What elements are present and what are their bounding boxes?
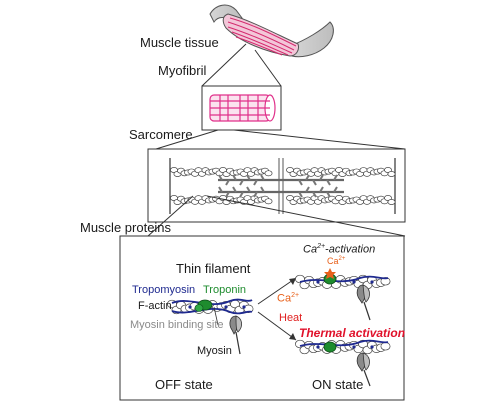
label-off-state: OFF state bbox=[155, 377, 213, 392]
myosin-head-mark bbox=[253, 191, 258, 198]
muscle-tissue-illustration bbox=[209, 4, 334, 58]
thin-filament-top bbox=[170, 167, 396, 177]
zoom-line bbox=[147, 195, 194, 237]
label-ca-activation: Ca2+-activation bbox=[303, 243, 376, 256]
zoom-line bbox=[254, 49, 282, 87]
label-troponin: Troponin bbox=[203, 284, 247, 296]
myosin-head-mark bbox=[225, 191, 230, 198]
myosin-head-mark bbox=[239, 179, 244, 186]
tropomyosin-strand bbox=[299, 339, 389, 347]
myosin-head-mark bbox=[319, 186, 324, 193]
label-on-state: ON state bbox=[312, 377, 364, 392]
actin-monomer bbox=[264, 170, 273, 177]
tropomyosin-strand bbox=[171, 298, 253, 305]
myosin-head-mark bbox=[239, 191, 244, 198]
myosin-head-mark bbox=[260, 174, 265, 181]
on-state-ca-filament bbox=[295, 268, 391, 321]
myosin-head-mark bbox=[232, 174, 237, 181]
actin-monomer bbox=[387, 171, 396, 177]
myosin-head-mark bbox=[333, 186, 338, 193]
myosin-head-mark bbox=[246, 174, 251, 181]
binding-site-dot bbox=[242, 305, 246, 309]
arrow-ca bbox=[257, 277, 297, 305]
myosin-head-mark bbox=[312, 191, 317, 198]
myosin-head-mark bbox=[298, 191, 303, 198]
thick-filaments bbox=[218, 174, 344, 198]
label-myosin: Myosin bbox=[197, 345, 232, 357]
arrow-heat bbox=[257, 311, 297, 341]
zoom-line bbox=[206, 195, 406, 237]
myosin-head-mark bbox=[260, 186, 265, 193]
zoom-line bbox=[233, 129, 406, 150]
label-thin-filament: Thin filament bbox=[176, 261, 251, 276]
troponin-complex bbox=[323, 341, 337, 353]
myosin-head-mark bbox=[232, 186, 237, 193]
myosin-head-mark bbox=[312, 179, 317, 186]
muscle-proteins-box bbox=[119, 235, 405, 401]
myosin-head-mark bbox=[253, 179, 258, 186]
binding-site-dot bbox=[224, 305, 228, 309]
myosin-head bbox=[356, 284, 371, 321]
sarcomere-box bbox=[147, 148, 406, 223]
myosin-head-mark bbox=[225, 179, 230, 186]
label-myosin-binding-site: Myosin binding site bbox=[130, 319, 224, 331]
myosin-head-mark bbox=[305, 186, 310, 193]
binding-site-pointer bbox=[213, 306, 219, 326]
arrow-head bbox=[289, 333, 296, 340]
off-state-filament bbox=[167, 298, 254, 355]
binding-site-dot bbox=[352, 345, 356, 349]
myosin-head-mark bbox=[326, 179, 331, 186]
label-myofibril: Myofibril bbox=[158, 63, 207, 78]
zoom-line bbox=[155, 129, 219, 150]
myosin-head bbox=[356, 352, 371, 387]
label-thermal-activation: Thermal activation bbox=[299, 326, 406, 340]
binding-site-dot bbox=[316, 280, 320, 284]
zoom-line bbox=[201, 43, 247, 87]
label-muscle-tissue: Muscle tissue bbox=[140, 35, 219, 50]
actin-monomer bbox=[387, 199, 396, 205]
myosin-head bbox=[229, 315, 242, 355]
label-heat: Heat bbox=[279, 312, 303, 324]
myosin-head-mark bbox=[319, 174, 324, 181]
tropomyosin-strand bbox=[299, 275, 389, 283]
on-state-thermal-filament bbox=[295, 339, 391, 387]
label-ca-arrow: Ca2+ bbox=[277, 292, 300, 305]
actin-monomer bbox=[380, 342, 391, 351]
myofibril-illustration bbox=[209, 94, 276, 122]
binding-site-dot bbox=[188, 305, 192, 309]
tropomyosin-strand bbox=[171, 308, 253, 315]
arrow-head bbox=[289, 278, 296, 285]
label-ca-top: Ca2+ bbox=[327, 256, 346, 266]
binding-site-dot bbox=[370, 345, 374, 349]
myosin-head-mark bbox=[333, 174, 338, 181]
label-muscle-proteins: Muscle proteins bbox=[80, 220, 172, 235]
myosin-head-mark bbox=[218, 186, 223, 193]
myosin-head-mark bbox=[326, 191, 331, 198]
calcium-ion bbox=[324, 268, 336, 279]
muscle-fibers bbox=[227, 17, 297, 56]
label-f-actin: F-actin bbox=[138, 300, 172, 312]
label-sarcomere: Sarcomere bbox=[129, 127, 193, 142]
myosin-head-mark bbox=[298, 179, 303, 186]
binding-site-dot bbox=[352, 280, 356, 284]
actin-monomer bbox=[264, 198, 273, 205]
binding-site-dot bbox=[370, 280, 374, 284]
binding-site-dot bbox=[316, 345, 320, 349]
label-tropomyosin: Tropomyosin bbox=[132, 284, 196, 296]
myosin-head-mark bbox=[305, 174, 310, 181]
myosin-head-mark bbox=[218, 174, 223, 181]
myosin-head-mark bbox=[246, 186, 251, 193]
